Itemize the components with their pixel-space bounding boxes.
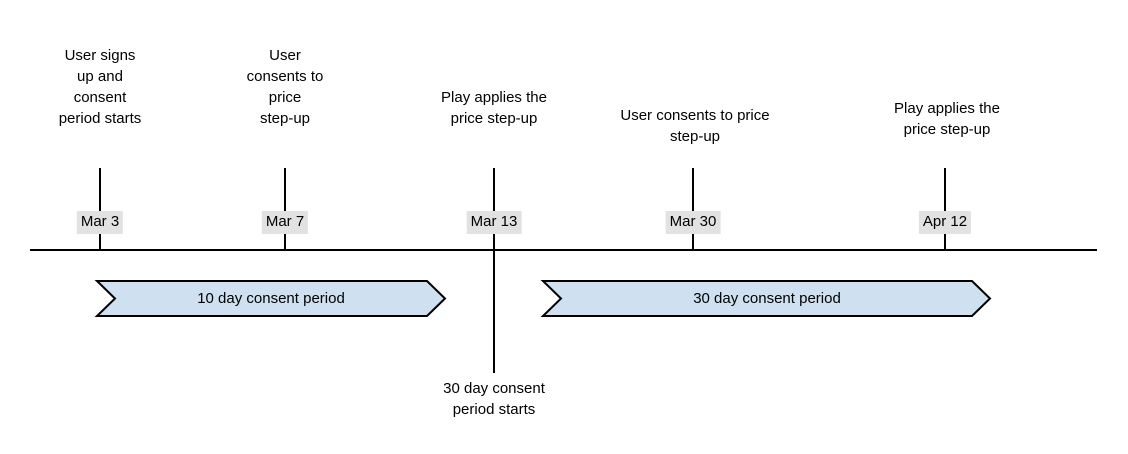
consent-band-10-day-label: 10 day consent period [197, 290, 345, 307]
date-label-mar-7: Mar 7 [261, 211, 309, 234]
event-caption-mar-13: Play applies the price step-up [441, 89, 547, 127]
date-label-mar-30: Mar 30 [665, 211, 721, 234]
consent-band-30-day-label: 30 day consent period [693, 290, 841, 307]
event-caption-mar-30: User consents to price step-up [620, 107, 770, 145]
event-caption-apr-12: Play applies the price step-up [894, 100, 1000, 138]
date-label-mar-3: Mar 3 [76, 211, 124, 234]
below-axis-annotation-mar-13: 30 day consent period starts [443, 380, 545, 418]
consent-band-10-day-shape [94, 280, 447, 317]
date-label-apr-12: Apr 12 [918, 211, 972, 234]
event-caption-mar-7: User consents to price step-up [246, 47, 324, 127]
event-caption-mar-3: User signs up and consent period starts [58, 47, 142, 127]
date-label-mar-13: Mar 13 [466, 211, 522, 234]
consent-band-30-day-shape [540, 280, 992, 317]
